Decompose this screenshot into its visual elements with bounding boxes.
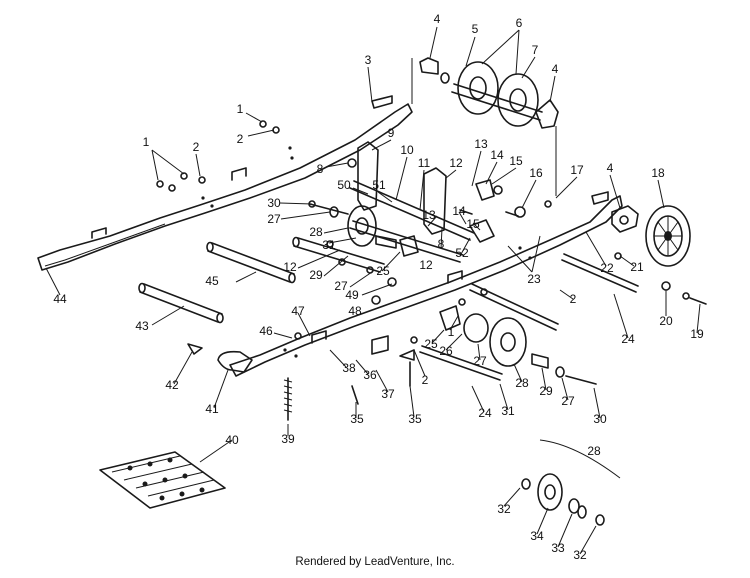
callout-1b: 1	[143, 135, 150, 149]
callout-24: 24	[621, 332, 635, 346]
callout-11: 11	[418, 156, 431, 170]
callout-2c: 2	[570, 292, 577, 306]
callout-14b: 14	[452, 204, 466, 218]
callout-12: 12	[449, 156, 463, 170]
callout-9: 9	[388, 126, 395, 140]
wheel-28-exploded	[521, 439, 621, 526]
callout-2b: 2	[193, 140, 200, 154]
callout-51: 51	[372, 178, 386, 192]
callout-12c: 12	[419, 258, 433, 272]
callout-2d: 2	[422, 373, 429, 387]
callout-30: 30	[267, 196, 281, 210]
part-41	[187, 343, 253, 373]
cross-shaft-12	[292, 236, 385, 273]
footer-credit: Rendered by LeadVenture, Inc.	[295, 556, 455, 568]
callout-32: 32	[497, 502, 511, 516]
callout-24b: 24	[478, 406, 492, 420]
callout-31: 31	[322, 238, 336, 252]
callout-44: 44	[53, 292, 67, 306]
callout-38: 38	[342, 361, 356, 375]
pivot-shaft	[349, 180, 475, 263]
callout-23: 23	[527, 272, 541, 286]
callout-29: 29	[309, 268, 323, 282]
callout-17: 17	[570, 163, 584, 177]
callout-49: 49	[345, 288, 359, 302]
callout-4c: 4	[607, 161, 614, 175]
callout-37: 37	[381, 387, 395, 401]
callout-47: 47	[291, 304, 305, 318]
callout-46: 46	[259, 324, 273, 338]
top-axle-assembly	[411, 57, 559, 196]
callout-43: 43	[135, 319, 149, 333]
callout-28c: 28	[587, 444, 601, 458]
callout-36: 36	[363, 368, 377, 382]
callouts: 1 2 3 4 5 6 7 4 1 2 8 9 10 11 12 13 14 1…	[53, 12, 704, 562]
callout-35b: 35	[408, 412, 422, 426]
callout-3: 3	[365, 53, 372, 67]
callout-14: 14	[490, 148, 504, 162]
callout-29b: 29	[539, 384, 553, 398]
callout-2: 2	[237, 132, 244, 146]
callout-41: 41	[205, 402, 219, 416]
clip-strip-40	[99, 451, 226, 509]
cross-shaft-43	[138, 282, 224, 324]
callout-22: 22	[600, 261, 614, 275]
callout-1: 1	[237, 102, 244, 116]
wheel-28-right	[463, 313, 597, 385]
callout-28: 28	[309, 225, 323, 239]
callout-39: 39	[281, 432, 295, 446]
right-rail	[229, 191, 623, 377]
callout-27d: 27	[561, 394, 575, 408]
callout-4: 4	[434, 12, 441, 26]
torque-arm-9	[357, 141, 447, 235]
callout-35: 35	[350, 412, 364, 426]
callout-4b: 4	[552, 62, 559, 76]
callout-34: 34	[530, 529, 544, 543]
callout-5: 5	[472, 22, 479, 36]
callout-1c: 1	[448, 325, 455, 339]
callout-48: 48	[348, 304, 362, 318]
callout-28b: 28	[515, 376, 529, 390]
callout-27c: 27	[473, 354, 487, 368]
callout-12b: 12	[283, 260, 297, 274]
callout-15: 15	[509, 154, 523, 168]
callout-50: 50	[337, 178, 351, 192]
callout-21: 21	[630, 260, 644, 274]
callout-40: 40	[225, 433, 239, 447]
callout-8: 8	[317, 162, 324, 176]
callout-15b: 15	[466, 217, 480, 231]
callout-18: 18	[651, 166, 665, 180]
callout-33: 33	[551, 541, 565, 555]
callout-13: 13	[474, 137, 488, 151]
callout-45: 45	[205, 274, 219, 288]
callout-52: 52	[455, 246, 469, 260]
callout-25b: 25	[424, 337, 438, 351]
callout-16: 16	[529, 166, 543, 180]
bracket-parts	[371, 179, 495, 355]
callout-13b: 13	[422, 208, 436, 222]
callout-20: 20	[659, 314, 673, 328]
callout-31b: 31	[501, 404, 515, 418]
left-rail	[37, 95, 413, 271]
callout-7: 7	[532, 43, 539, 57]
callout-30b: 30	[593, 412, 607, 426]
callout-42: 42	[165, 378, 179, 392]
callout-32b: 32	[573, 548, 587, 562]
hardware	[156, 120, 707, 405]
slider-39	[283, 377, 293, 421]
callout-27: 27	[267, 212, 281, 226]
cross-shaft-45	[206, 241, 296, 284]
callout-26: 26	[439, 344, 453, 358]
callout-27b: 27	[334, 279, 348, 293]
callout-6: 6	[516, 16, 523, 30]
callout-19: 19	[690, 327, 704, 341]
wheel-18	[611, 205, 691, 267]
callout-10: 10	[400, 143, 414, 157]
callout-8b: 8	[438, 237, 445, 251]
callout-25: 25	[376, 264, 390, 278]
leader-lines	[45, 26, 701, 555]
